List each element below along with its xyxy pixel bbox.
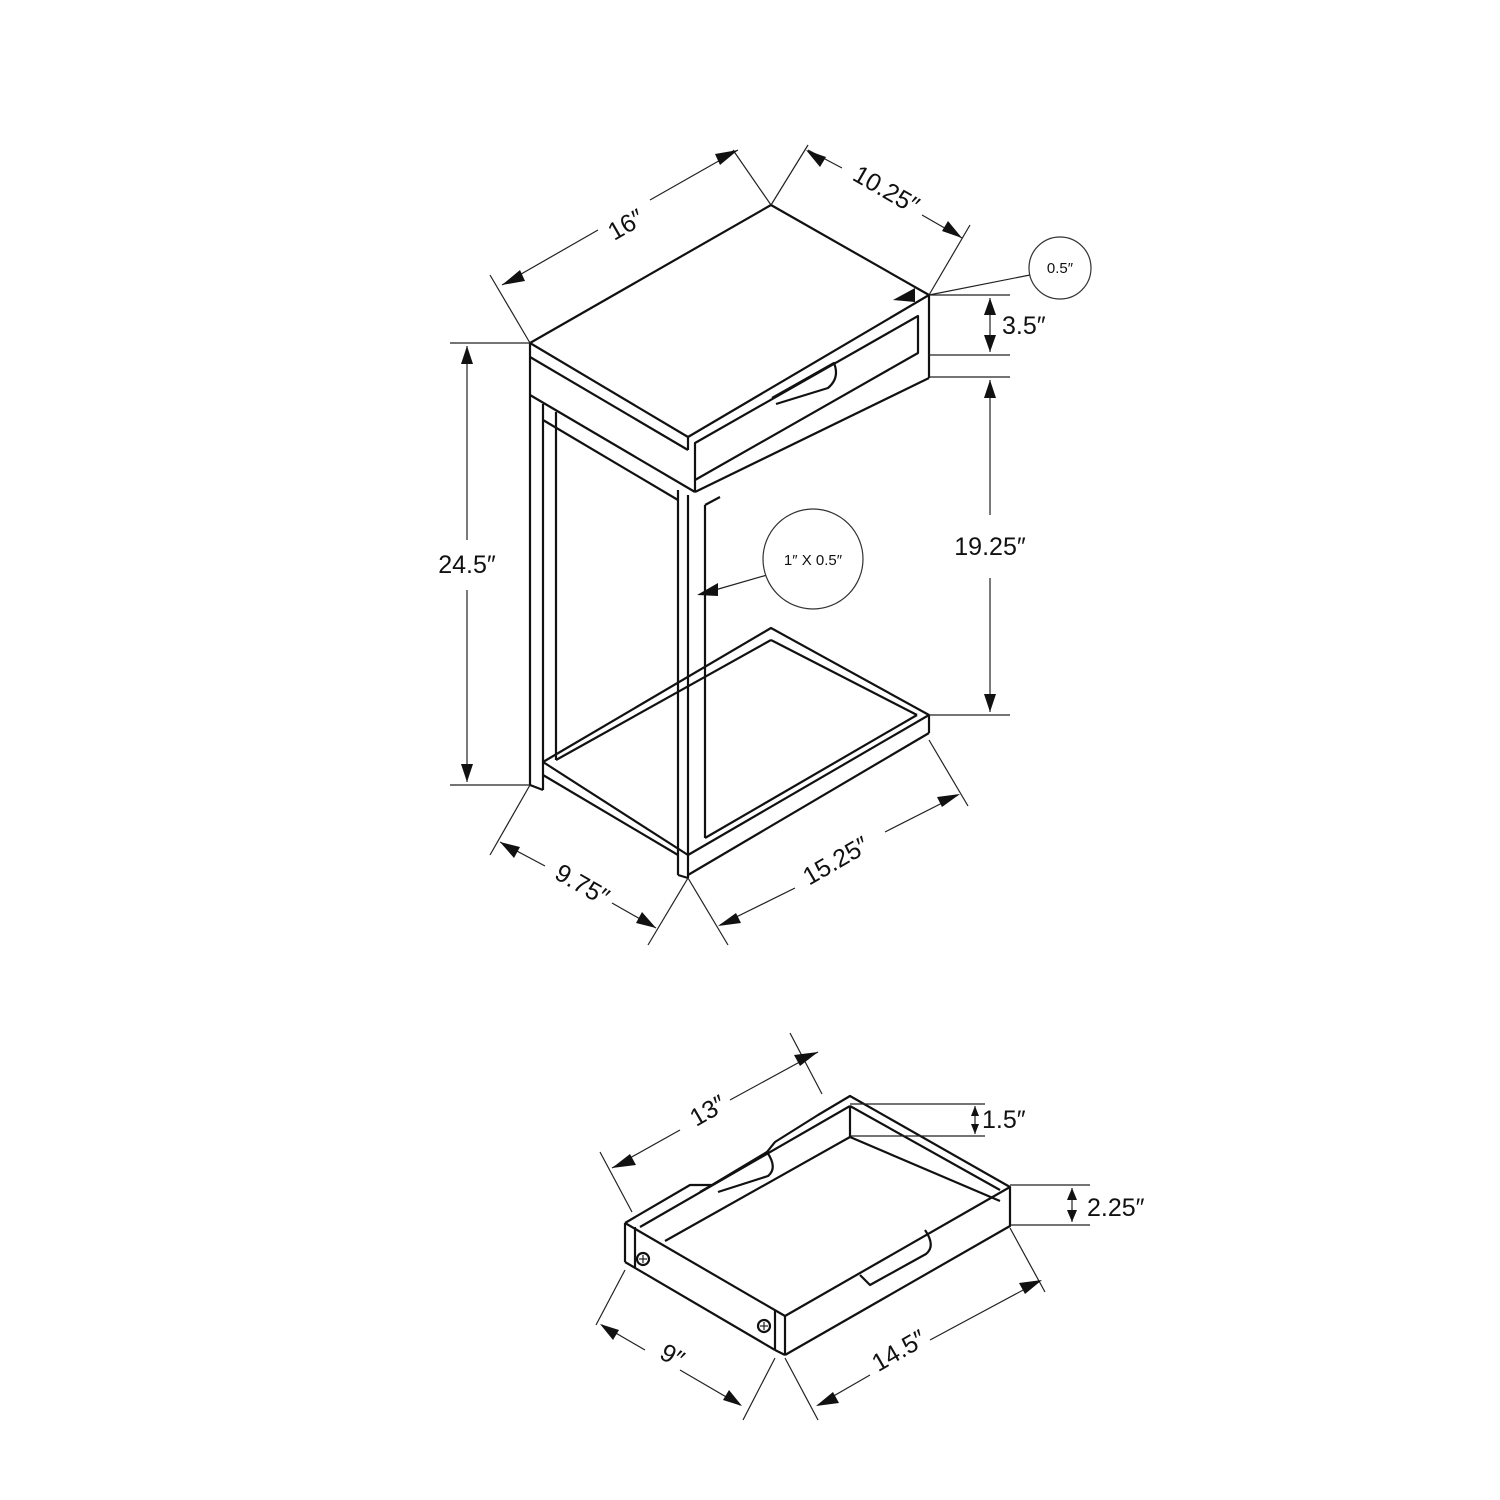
- drawer-drawing: [623, 1094, 1012, 1356]
- label-drawer-outer-height: 2.25″: [1087, 1194, 1145, 1222]
- label-drawer-width: 9″: [655, 1338, 689, 1374]
- label-leg-profile: 1″ X 0.5″: [784, 552, 843, 569]
- label-base-depth: 9.75″: [550, 859, 614, 912]
- label-top-depth: 10.25″: [848, 160, 924, 220]
- label-clearance-height: 19.25″: [954, 533, 1026, 561]
- screw-icon: [756, 1318, 772, 1334]
- label-overall-height: 24.5″: [438, 551, 496, 579]
- leg-profile-callout-circle: [762, 508, 864, 610]
- drawer-dimensions: [595, 1032, 1090, 1421]
- table-dimensions: [450, 144, 1031, 946]
- label-drawer-height: 3.5″: [1002, 312, 1046, 340]
- label-top-width: 16″: [603, 204, 649, 247]
- label-drawer-inner-depth: 1.5″: [982, 1106, 1026, 1134]
- thickness-callout-circle: [1028, 236, 1092, 300]
- label-base-width: 15.25″: [798, 831, 874, 891]
- label-drawer-length-bottom: 14.5″: [867, 1324, 931, 1377]
- label-drawer-length-top: 13″: [685, 1090, 731, 1133]
- label-top-thickness: 0.5″: [1047, 260, 1074, 277]
- table-drawing: [528, 203, 931, 880]
- screw-icon: [635, 1251, 651, 1267]
